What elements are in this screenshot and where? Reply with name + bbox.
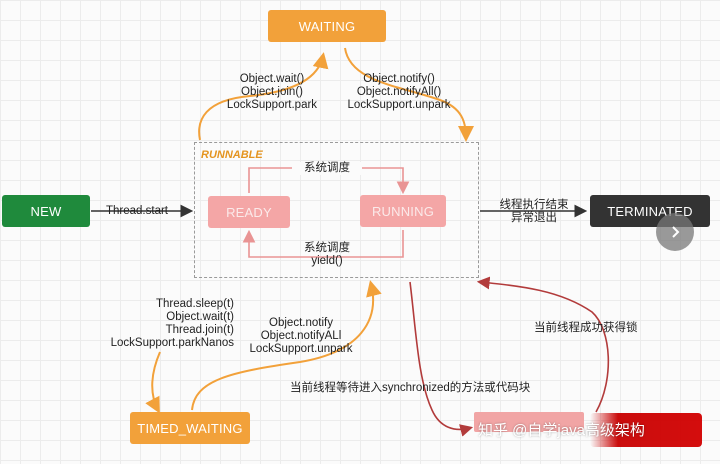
label-from-timed-waiting: Object.notify Object.notifyALl LockSuppo… <box>238 317 364 356</box>
state-ready: READY <box>208 196 290 228</box>
label-line: Object.notifyALl <box>260 330 342 342</box>
arrow-waiting-to-runnable <box>344 47 474 142</box>
state-timed-waiting: TIMED_WAITING <box>130 412 250 444</box>
watermark-highlight <box>590 413 702 447</box>
arrow-from-blocked <box>476 276 610 413</box>
state-terminated: TERMINATED <box>590 195 710 227</box>
label-line: 异常退出 <box>511 212 557 224</box>
label-ready-to-running: 系统调度 <box>292 162 362 175</box>
label-line: Object.notifyAll() <box>356 86 442 98</box>
label-running-to-ready: 系统调度 yield() <box>292 242 362 268</box>
label-to-waiting: Object.wait() Object.join() LockSupport.… <box>222 73 322 112</box>
label-line: 线程执行结束 <box>499 199 569 211</box>
arrow-running-to-ready <box>242 229 404 258</box>
label-line: Object.wait() <box>239 73 305 85</box>
label-line: Object.join() <box>241 86 303 98</box>
state-new: NEW <box>2 195 90 227</box>
label-line: Object.notify <box>269 317 333 329</box>
label-to-timed-waiting: Thread.sleep(t) Object.wait(t) Thread.jo… <box>84 298 234 350</box>
label-line: LockSupport.parkNanos <box>110 337 234 349</box>
label-line: LockSupport.unpark <box>249 343 353 355</box>
state-running: RUNNING <box>360 195 446 227</box>
label-line: 系统调度 <box>304 242 350 254</box>
label-line: Object.wait(t) <box>166 311 234 323</box>
label-to-blocked: 当前线程等待进入synchronized的方法或代码块 <box>290 382 531 394</box>
label-line: Thread.join(t) <box>165 324 234 336</box>
arrow-to-timed-waiting <box>145 351 161 414</box>
label-to-terminated: 线程执行结束 异常退出 <box>492 199 576 225</box>
label-from-blocked: 当前线程成功获得锁 <box>534 322 638 334</box>
arrow-from-timed-waiting <box>191 280 382 411</box>
label-from-waiting: Object.notify() Object.notifyAll() LockS… <box>338 73 460 112</box>
chevron-right-icon[interactable] <box>656 213 694 251</box>
label-line: Object.notify() <box>363 73 435 85</box>
state-waiting: WAITING <box>268 10 386 42</box>
label-line: Thread.sleep(t) <box>156 298 234 310</box>
runnable-region <box>194 142 479 278</box>
label-line: LockSupport.park <box>226 99 318 111</box>
watermark-text: 知乎 @自学java高级架构 <box>478 422 645 439</box>
runnable-label: RUNNABLE <box>201 149 263 161</box>
chevron-right-glyph <box>672 226 680 238</box>
arrow-to-blocked <box>409 281 474 437</box>
label-thread-start: Thread.start <box>106 205 168 217</box>
label-line: yield() <box>311 255 343 267</box>
arrow-runnable-to-waiting <box>198 52 329 141</box>
label-line: LockSupport.unpark <box>347 99 451 111</box>
blocked-state-partial <box>474 412 584 432</box>
